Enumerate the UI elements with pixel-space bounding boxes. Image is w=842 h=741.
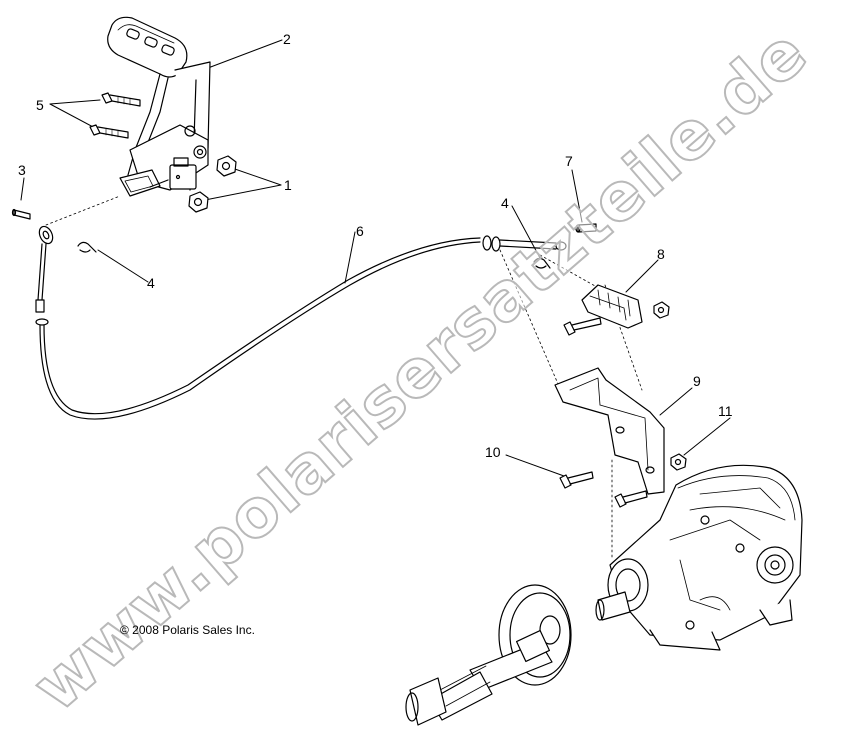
- callout-4-left: 4: [147, 275, 155, 291]
- bolt-part-7: [575, 223, 597, 233]
- callout-11: 11: [718, 403, 733, 419]
- callout-1: 1: [284, 177, 292, 193]
- caliper-part-8: [563, 284, 670, 336]
- callout-5: 5: [36, 97, 44, 113]
- pin-part-3: [11, 208, 31, 220]
- drive-shaft: [405, 629, 553, 726]
- brake-cable: [35, 225, 567, 420]
- callout-9: 9: [693, 373, 701, 389]
- callout-10: 10: [485, 444, 501, 460]
- clip-part-4-right: [533, 257, 551, 269]
- nut-part-11: [670, 453, 687, 471]
- callout-2: 2: [283, 31, 291, 47]
- callout-6: 6: [356, 223, 364, 239]
- clip-part-4-left: [77, 241, 97, 253]
- callout-8: 8: [657, 246, 665, 262]
- hand-brake-lever: [107, 16, 211, 197]
- leader-lines: [20, 39, 731, 477]
- alignment-lines: [45, 195, 643, 561]
- copyright-notice: © 2008 Polaris Sales Inc.: [120, 623, 255, 637]
- callout-4-right: 4: [501, 195, 509, 211]
- mount-bracket-part-9: [554, 367, 665, 495]
- bolts-part-5: [89, 92, 141, 139]
- nuts-part-1: [188, 155, 237, 213]
- gearcase: [595, 464, 803, 651]
- bolt-part-10: [559, 471, 648, 508]
- callout-7: 7: [565, 153, 573, 169]
- callout-3: 3: [18, 162, 26, 178]
